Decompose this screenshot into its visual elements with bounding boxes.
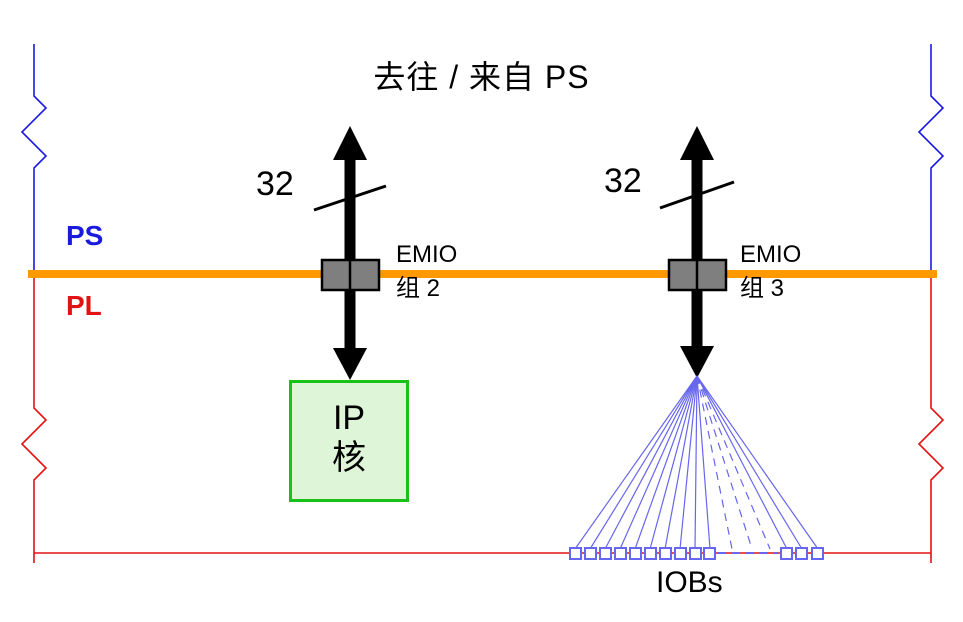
ip-core-line1: IP bbox=[332, 399, 366, 437]
bus-width-slash-2 bbox=[659, 180, 735, 210]
ps-region-label: PS bbox=[66, 220, 104, 251]
ps-right-boundary bbox=[917, 44, 945, 272]
pl-right-boundary bbox=[917, 278, 945, 563]
emio-3-name: EMIO bbox=[740, 241, 802, 268]
emio-3-group: 组 3 bbox=[740, 275, 785, 302]
emio-2-bus-width: 32 bbox=[256, 165, 294, 203]
ip-core-line2: 核 bbox=[332, 439, 366, 477]
bus-width-slash-1 bbox=[313, 184, 387, 212]
ps-left-boundary bbox=[20, 44, 48, 272]
ip-core-block bbox=[289, 380, 409, 502]
iob-fan-lines bbox=[574, 375, 819, 550]
pl-region-label: PL bbox=[66, 290, 102, 321]
emio-2-name: EMIO bbox=[396, 241, 458, 268]
emio-3-arrow bbox=[659, 126, 735, 378]
iobs-label: IOBs bbox=[656, 566, 723, 599]
emio-3-label: EMIO 组 3 bbox=[740, 238, 801, 306]
diagram-title: 去往 / 来自 PS bbox=[373, 59, 590, 95]
emio-3-bus-width: 32 bbox=[604, 162, 642, 200]
iob-pads bbox=[569, 547, 824, 560]
emio-2-arrow bbox=[313, 126, 387, 380]
ip-core-label: IP 核 bbox=[289, 398, 409, 478]
pl-left-boundary bbox=[20, 278, 48, 563]
emio-2-label: EMIO 组 2 bbox=[396, 238, 457, 306]
emio-2-group: 组 2 bbox=[396, 275, 441, 302]
